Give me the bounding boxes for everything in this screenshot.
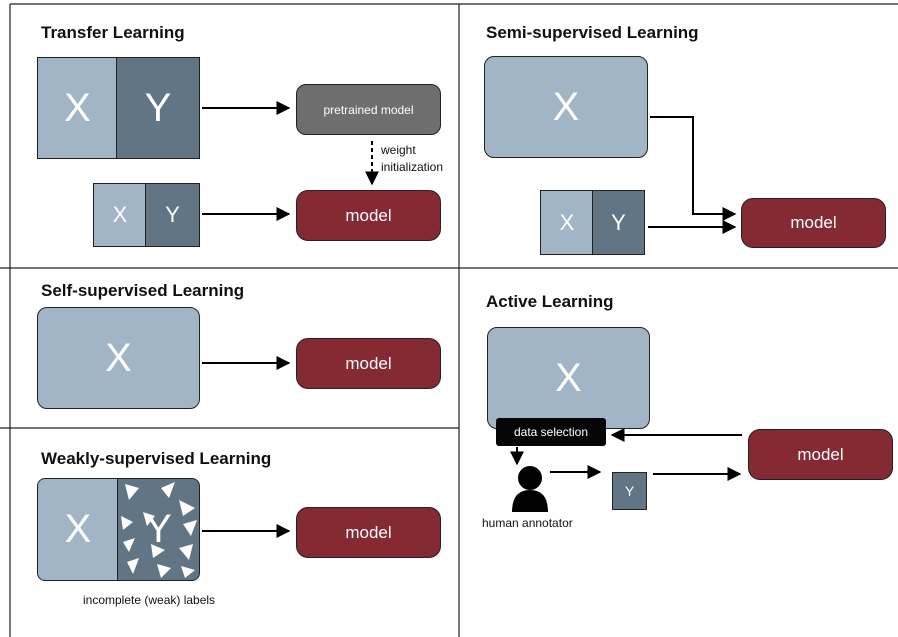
data-selection-box: data selection — [496, 418, 606, 446]
transfer-model-box: model — [296, 190, 441, 241]
self-x-box: X — [37, 307, 200, 409]
pretrained-model-box: pretrained model — [296, 84, 441, 135]
semi-x-small-box: X — [540, 190, 594, 255]
weak-model-box: model — [296, 507, 441, 558]
initialization-label: initialization — [381, 160, 444, 174]
active-model-box: model — [748, 429, 893, 480]
semi-model-box: model — [741, 198, 886, 248]
semi-title: Semi-supervised Learning — [486, 23, 699, 42]
self-title: Self-supervised Learning — [41, 281, 245, 300]
semi-arrow-unlabeled — [650, 116, 737, 221]
transfer-title: Transfer Learning — [41, 23, 185, 42]
human-annotator-icon — [512, 466, 548, 512]
weak-title: Weakly-supervised Learning — [41, 449, 272, 468]
weak-y-box: Y — [117, 478, 200, 581]
panel-borders — [0, 3, 898, 637]
transfer-x-small-box: X — [93, 183, 147, 247]
weak-caption: incomplete (weak) labels — [83, 593, 216, 607]
transfer-y-box: Y — [116, 57, 200, 159]
transfer-y-small-box: Y — [145, 183, 200, 247]
weak-x-box: X — [37, 478, 119, 581]
semi-y-small-box: Y — [592, 190, 645, 255]
active-y-box: Y — [612, 472, 647, 510]
active-title: Active Learning — [486, 292, 614, 311]
transfer-x-box: X — [37, 57, 118, 159]
active-x-box: X — [487, 327, 650, 429]
annotator-caption: human annotator — [482, 516, 573, 530]
semi-x-box: X — [484, 56, 648, 158]
weight-label: weight — [381, 143, 416, 157]
self-model-box: model — [296, 338, 441, 389]
